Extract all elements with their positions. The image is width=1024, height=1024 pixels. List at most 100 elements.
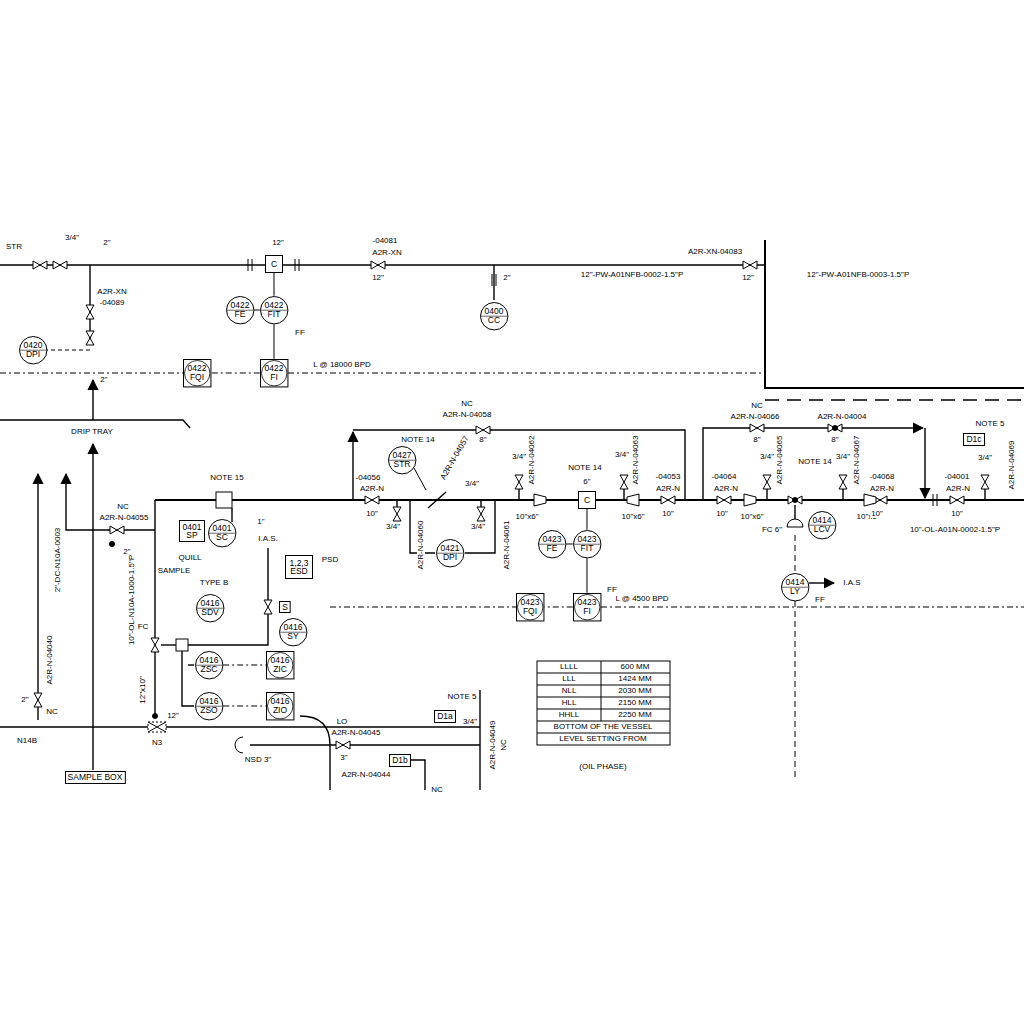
pid-annotation: NOTE 14 [400, 436, 435, 444]
signal-connector [223, 664, 266, 665]
tag-text: 0423 [578, 535, 597, 544]
process-piping [765, 399, 1024, 401]
signal-connector [586, 509, 587, 530]
valve-symbol [981, 475, 989, 489]
tag-box: S [279, 601, 291, 613]
pid-annotation: A2R-N-04069 [1008, 440, 1016, 491]
equipment-symbol [148, 722, 166, 732]
signal-connector [211, 372, 260, 373]
box-outline [964, 433, 985, 445]
tag-text: FQI [523, 607, 537, 616]
level-table [601, 661, 602, 721]
tag-text: FE [235, 310, 246, 319]
signal-line [795, 535, 796, 573]
pid-annotation: 10"-OL-A01N-0002-1.5"P [909, 526, 1001, 534]
pid-annotation: A2R-N-04055 [99, 514, 150, 522]
pid-annotation: 600 MM [620, 663, 651, 671]
pid-annotation: A2R-N-04063 [632, 435, 640, 486]
pid-annotation: 8" [478, 436, 487, 444]
valve-symbol [365, 496, 379, 504]
tag-text: FIT [581, 544, 594, 553]
process-piping [479, 690, 480, 790]
pid-annotation: LO [336, 718, 349, 726]
pid-annotation: PSD [321, 556, 339, 564]
tag-text: DPI [443, 553, 457, 562]
valve-symbol [110, 526, 124, 534]
process-piping [0, 240, 1024, 790]
instrument-bubble: 0414LCV [808, 511, 836, 539]
pid-annotation: 12" [271, 239, 285, 247]
process-piping [465, 500, 495, 553]
pid-annotation: -04056 [355, 474, 382, 482]
pid-annotation: 3/4" [835, 453, 851, 461]
tag-text: D1c [966, 435, 981, 444]
instrument-bubble: 0416ZSO [195, 692, 223, 720]
valve-symbol [86, 305, 94, 319]
box-outline [266, 651, 293, 678]
pid-annotation: 3/4" [511, 453, 527, 461]
pid-annotation: 2" [20, 696, 29, 704]
pid-annotation: 10"x6" [739, 513, 764, 521]
bubble-outline [279, 618, 306, 645]
pid-annotation: A2R-N-04045 [331, 729, 382, 737]
pid-annotation: A2R-N-04066 [730, 413, 781, 421]
box-outline [286, 556, 313, 579]
tag-text: ZIC [273, 665, 287, 674]
shared-display-box: 0416ZIO [266, 692, 294, 720]
tag-text: ZIO [273, 706, 287, 715]
signal-connector [273, 324, 274, 359]
tag-text: C [584, 496, 590, 505]
pid-annotation: A2R-N-04049 [489, 720, 497, 771]
valve-symbol [515, 475, 523, 489]
instrument-bubble: 0422FE [226, 296, 254, 324]
tag-text: 0401 [183, 523, 202, 532]
process-piping [267, 548, 268, 600]
display-circle [267, 693, 292, 718]
tag-text: ZSC [200, 665, 217, 674]
pid-annotation: (OIL PHASE) [578, 763, 627, 771]
pid-annotation: 2030 MM [617, 687, 652, 695]
box-outline [183, 359, 210, 386]
pid-annotation: NC [116, 503, 130, 511]
pid-annotation: SAMPLE [157, 567, 191, 575]
pid-annotation: A2R-N-04040 [46, 635, 54, 686]
pid-annotation: LEVEL SETTING FROM [558, 735, 647, 743]
tag-text: C [271, 260, 277, 269]
signal-connector [566, 543, 573, 544]
pid-annotation: TYPE B [199, 579, 229, 587]
pid-annotation: A2R-N-04058 [442, 411, 493, 419]
pid-annotation: A2R-N [655, 485, 681, 493]
valve-symbol [336, 741, 350, 749]
signal-line [288, 373, 765, 374]
process-piping [182, 651, 194, 706]
pid-annotation: HLL [561, 699, 578, 707]
pid-annotation: A2R-N-04057 [439, 434, 471, 482]
tag-text: STR [393, 460, 410, 469]
valve-symbol [34, 693, 42, 707]
process-piping [428, 492, 446, 508]
pid-annotation: 2150 MM [617, 699, 652, 707]
pid-annotation: A2R-N-04067 [853, 435, 861, 486]
bubble-outline [195, 651, 222, 678]
pid-annotation: 10"-OL-N10A-1000-1.5"P [128, 554, 136, 646]
tag-box: D1b [389, 754, 411, 767]
pid-annotation: 12" [741, 274, 755, 282]
instrument-bubble: 0414LY [781, 573, 809, 601]
box-outline [266, 692, 293, 719]
tag-text: LCV [814, 525, 831, 534]
bubble-outline [196, 594, 223, 621]
equipment-symbol [110, 426, 838, 754]
pid-annotation: FC 6" [761, 526, 783, 534]
pid-annotation: -04089 [99, 299, 126, 307]
pid-annotation: 12"-PW-A01NFB-0003-1.5"P [806, 271, 910, 279]
process-piping [809, 582, 834, 583]
pid-annotation: I.A.S [842, 579, 861, 587]
bubble-outline [480, 302, 507, 329]
instrument-bubble: 0416SDV [196, 594, 224, 622]
equipment-symbol [176, 639, 188, 651]
reducer-symbol [627, 494, 639, 506]
pid-annotation: A2R-N-04061 [503, 520, 511, 571]
pid-annotation: 10" [365, 510, 379, 518]
box-outline [266, 256, 283, 273]
